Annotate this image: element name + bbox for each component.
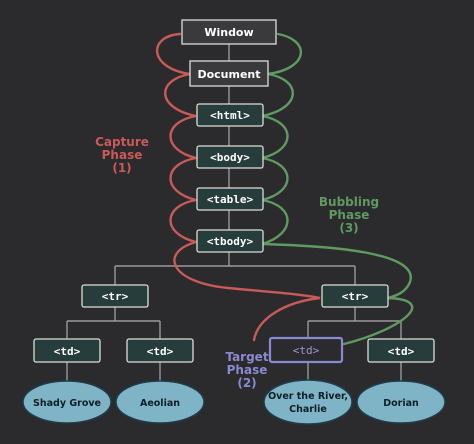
node-td-target-box — [268, 336, 344, 364]
node-tbody-box — [196, 229, 264, 253]
leaf-over-the-river[interactable]: Over the River, Charlie — [263, 379, 353, 425]
node-tbody-label: <tbody> — [207, 235, 254, 248]
leaf-over-the-river-label-line2: Charlie — [289, 404, 327, 415]
node-tr-left-box — [81, 284, 149, 308]
node-td-2-box — [126, 338, 194, 363]
node-td-2-label: <td> — [147, 345, 174, 358]
node-td-4-box — [367, 338, 435, 363]
node-body-box — [196, 145, 264, 169]
leaf-over-the-river-label-line1: Over the River, — [268, 391, 348, 402]
connector-tr-left-cells — [66, 307, 161, 339]
node-table-label: <table> — [207, 193, 254, 206]
node-tr-left-label: <tr> — [102, 290, 129, 303]
node-td-1-label: <td> — [54, 345, 81, 358]
node-html[interactable]: <html> — [196, 103, 264, 127]
bubbling-phase-path — [261, 32, 414, 346]
node-document-label: Document — [197, 68, 260, 81]
node-td-target[interactable]: <td> — [268, 336, 344, 364]
node-html-box — [196, 103, 264, 127]
node-document-box — [189, 60, 269, 87]
node-table-box — [196, 187, 264, 211]
node-td-4-label: <td> — [388, 345, 415, 358]
node-td-2[interactable]: <td> — [126, 338, 194, 363]
connector-tr-right-cells — [307, 307, 402, 339]
node-tr-right[interactable]: <tr> — [321, 284, 389, 308]
tree-connectors — [66, 44, 402, 381]
connector-tbody-rows — [114, 252, 356, 285]
node-td-4[interactable]: <td> — [367, 338, 435, 363]
leaf-dorian-label: Dorian — [383, 398, 419, 409]
target-phase-label-line2: Phase — [227, 363, 268, 377]
node-window[interactable]: Window — [181, 19, 277, 45]
target-phase-label: Target Phase (2) — [225, 350, 268, 390]
capture-phase-path — [155, 32, 321, 342]
node-table[interactable]: <table> — [196, 187, 264, 211]
node-html-label: <html> — [210, 109, 250, 122]
target-phase-label-line3: (2) — [237, 376, 256, 390]
leaf-aeolian-shape — [115, 380, 205, 424]
target-phase-label-line1: Target — [225, 350, 268, 364]
node-window-box — [181, 19, 277, 45]
node-body[interactable]: <body> — [196, 145, 264, 169]
node-window-label: Window — [204, 26, 253, 39]
node-tbody[interactable]: <tbody> — [196, 229, 264, 253]
node-document[interactable]: Document — [189, 60, 269, 87]
node-td-1-box — [33, 338, 101, 363]
leaf-dorian[interactable]: Dorian — [356, 380, 446, 424]
bubbling-phase-label: Bubbling Phase (3) — [319, 195, 379, 235]
node-td-target-label: <td> — [293, 344, 320, 357]
node-tr-right-label: <tr> — [342, 290, 369, 303]
node-td-1[interactable]: <td> — [33, 338, 101, 363]
leaf-shady-grove[interactable]: Shady Grove — [22, 380, 112, 424]
leaf-dorian-shape — [356, 380, 446, 424]
capture-phase-label-line2: Phase — [102, 148, 143, 162]
capture-phase-label-line1: Capture — [95, 135, 149, 149]
leaf-aeolian-label: Aeolian — [140, 398, 180, 409]
bubbling-phase-label-line2: Phase — [329, 208, 370, 222]
leaf-shady-grove-label: Shady Grove — [33, 398, 101, 409]
bubbling-phase-label-line3: (3) — [339, 221, 358, 235]
leaf-over-the-river-shape — [263, 379, 353, 425]
node-body-label: <body> — [210, 151, 250, 164]
capture-phase-label-line3: (1) — [112, 161, 131, 175]
node-tr-right-box — [321, 284, 389, 308]
bubbling-phase-label-line1: Bubbling — [319, 195, 379, 209]
leaf-shady-grove-shape — [22, 380, 112, 424]
node-tr-left[interactable]: <tr> — [81, 284, 149, 308]
leaf-aeolian[interactable]: Aeolian — [115, 380, 205, 424]
capture-phase-label: Capture Phase (1) — [95, 135, 149, 175]
